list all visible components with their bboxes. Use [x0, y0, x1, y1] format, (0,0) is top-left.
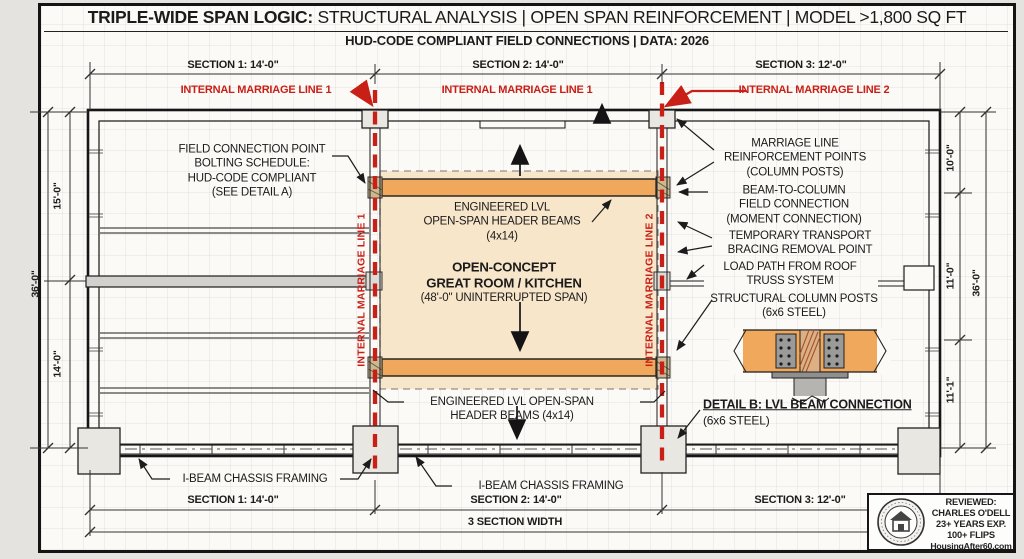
- page-title-rest: STRUCTURAL ANALYSIS | OPEN SPAN REINFORC…: [312, 7, 967, 28]
- marriage-line-2-label: INTERNAL MARRIAGE LINE 2: [738, 84, 890, 97]
- lvl-header-beam-top: [381, 178, 657, 197]
- lvl-header-beam-bottom: [381, 358, 657, 377]
- bolt-plate-left: [775, 333, 797, 369]
- right-dim-upper: 10'-0": [944, 144, 957, 172]
- marriage-line-1-label-left: INTERNAL MARRIAGE LINE 1: [180, 84, 332, 97]
- page-title: TRIPLE-WIDE SPAN LOGIC: STRUCTURAL ANALY…: [87, 7, 967, 29]
- page-subtitle: HUD-CODE COMPLIANT FIELD CONNECTIONS | D…: [345, 32, 709, 48]
- right-dim-overall: 36'-0": [970, 269, 983, 297]
- right-dim-lower: 11'-1": [944, 376, 957, 404]
- detail-b-title: DETAIL B: LVL BEAM CONNECTION: [703, 397, 912, 412]
- marriage-line-1-vertical-label: INTERNAL MARRIAGE LINE 1: [355, 213, 368, 367]
- column-posts-note: STRUCTURAL COLUMN POSTS (6x6 STEEL): [710, 292, 878, 319]
- page-title-bold: TRIPLE-WIDE SPAN LOGIC:: [87, 7, 313, 28]
- transport-bracing-note: TEMPORARY TRANSPORT BRACING REMOVAL POIN…: [727, 229, 873, 256]
- detail-b-drawing: [729, 328, 891, 404]
- wall-stud-marks: [89, 149, 939, 417]
- stamp-flips: 100+ FLIPS: [947, 530, 995, 540]
- bottom-dim-section1: SECTION 1: 14'-0": [187, 494, 279, 507]
- stamp-experience: 23+ YEARS EXP.: [936, 519, 1006, 529]
- marriage-line-2-vertical-label: INTERNAL MARRIAGE LINE 2: [643, 213, 656, 367]
- marriage-line-columns: [369, 110, 668, 456]
- left-dim-overall: 36'-0": [29, 270, 42, 298]
- top-dim-section3: SECTION 3: 12'-0": [755, 59, 847, 72]
- top-dim-section2: SECTION 2: 14'-0": [472, 59, 564, 72]
- stamp-name: CHARLES O'DELL: [931, 508, 1011, 518]
- top-dim-section1: SECTION 1: 14'-0": [187, 59, 279, 72]
- room-span-note: (48'-0" UNINTERRUPTED SPAN): [420, 291, 588, 304]
- bottom-dim-section3: SECTION 3: 12'-0": [754, 494, 846, 507]
- reviewer-stamp: REVIEWED: CHARLES O'DELL 23+ YEARS EXP. …: [928, 497, 1014, 551]
- detail-b-subtitle: (6x6 STEEL): [703, 413, 770, 428]
- load-path-beam: [667, 265, 935, 291]
- bolts: [779, 338, 839, 366]
- left-dim-upper: 15'-0": [51, 182, 64, 210]
- field-connection-note: FIELD CONNECTION POINT BOLTING SCHEDULE:…: [178, 143, 326, 199]
- right-dim-middle: 11'-0": [944, 262, 957, 290]
- load-direction-arrows: [507, 102, 612, 441]
- red-leaders: [349, 79, 746, 108]
- steel-column: [793, 377, 827, 399]
- footing-pads: [77, 109, 941, 475]
- marriage-line-1-label-center: INTERNAL MARRIAGE LINE 1: [441, 84, 593, 97]
- lvl-header-bottom-note: ENGINEERED LVL OPEN-SPAN HEADER BEAMS (4…: [430, 395, 594, 422]
- bottom-dim-section2: SECTION 2: 14'-0": [470, 494, 562, 507]
- stamp-website: HousingAfter60.com: [930, 541, 1012, 551]
- left-section-joists: [85, 227, 371, 394]
- stamp-reviewed: REVIEWED:: [945, 497, 997, 507]
- beam-to-column-note: BEAM-TO-COLUMN FIELD CONNECTION (MOMENT …: [726, 184, 862, 226]
- ibeam-chassis-label-center: I-BEAM CHASSIS FRAMING: [478, 479, 624, 492]
- reinforcement-note: MARRIAGE LINE REINFORCEMENT POINTS (COLU…: [723, 137, 867, 179]
- bolt-plate-right: [823, 333, 845, 369]
- load-path-note: LOAD PATH FROM ROOF TRUSS SYSTEM: [723, 260, 857, 287]
- left-dim-lower: 14'-0": [51, 350, 64, 378]
- open-span-room: [379, 170, 659, 390]
- room-name: OPEN-CONCEPT GREAT ROOM / KITCHEN: [426, 259, 582, 291]
- leader-lines: [138, 118, 715, 487]
- seal-icon: [877, 498, 925, 546]
- chassis-rails: [100, 443, 938, 455]
- total-width-label: 3 SECTION WIDTH: [467, 516, 563, 529]
- ibeam-chassis-label-left: I-BEAM CHASSIS FRAMING: [182, 472, 328, 485]
- stamp-box: [867, 493, 1015, 551]
- title-underline: [44, 31, 1008, 32]
- lvl-header-top-note: ENGINEERED LVL OPEN-SPAN HEADER BEAMS (4…: [423, 201, 581, 243]
